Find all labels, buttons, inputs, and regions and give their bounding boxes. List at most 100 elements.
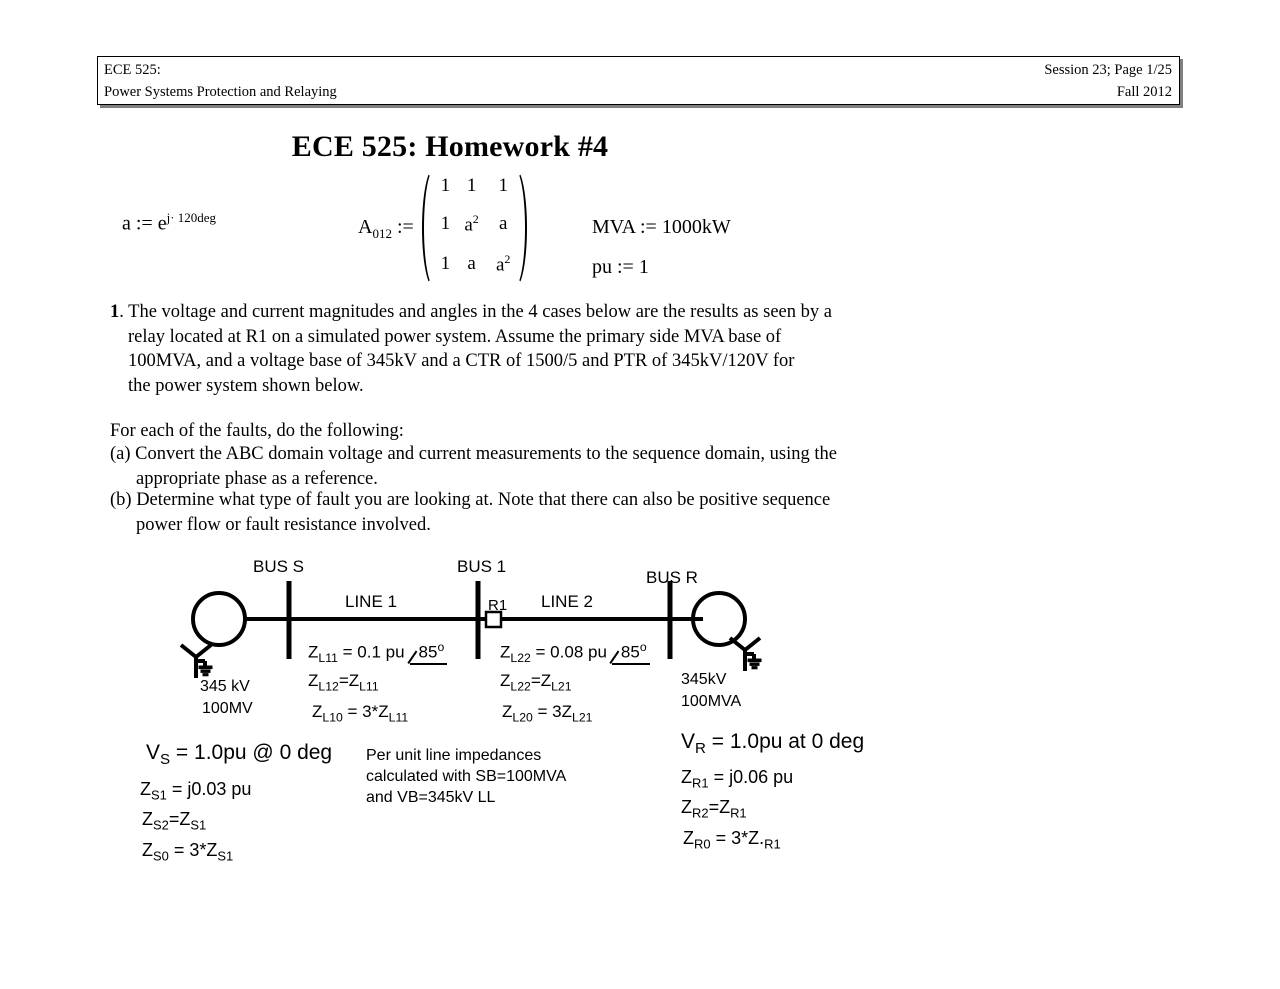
source-s-z0: ZS0 = 3*ZS1 bbox=[142, 840, 233, 864]
zl10-base: Z bbox=[312, 702, 323, 721]
zl11-base: Z bbox=[308, 642, 319, 662]
zl22b-subscript: L22 bbox=[510, 679, 531, 694]
zl20-base: Z bbox=[502, 702, 513, 721]
one-line-diagram: BUS S BUS 1 BUS R LINE 1 LINE 2 R1 ZL11 … bbox=[0, 545, 1280, 885]
source-r-ground-plates bbox=[747, 658, 762, 670]
per-unit-note-line-2: calculated with SB=100MVA bbox=[366, 768, 567, 785]
zr0-subscript-2: R1 bbox=[764, 836, 781, 852]
matrix-cell-0-2: 1 bbox=[498, 175, 508, 197]
zs1-subscript: S1 bbox=[151, 787, 167, 803]
vs-base: V bbox=[146, 741, 161, 764]
a-definition-exponent: j· 120deg bbox=[166, 210, 217, 225]
matrix-row: 1 a2 a bbox=[435, 204, 519, 244]
item-a: (a) Convert the ABC domain voltage and c… bbox=[110, 442, 885, 491]
angle-symbol: 85o bbox=[409, 640, 448, 665]
zl12-base: Z bbox=[308, 671, 319, 690]
bus-r-label: BUS R bbox=[646, 568, 698, 587]
matrix-right-paren bbox=[503, 168, 527, 288]
zl22a-angle: 85 bbox=[620, 642, 640, 662]
source-s-z2: ZS2=ZS1 bbox=[142, 809, 206, 833]
a012-subscript: 012 bbox=[372, 226, 392, 241]
zl20-subscript-2: L21 bbox=[572, 710, 593, 725]
question-1-line-2: relay located at R1 on a simulated power… bbox=[128, 326, 782, 347]
vs-value: = 1.0pu @ 0 deg bbox=[170, 741, 333, 764]
source-s-z1: ZS1 = j0.03 pu bbox=[140, 779, 251, 803]
impedance-zl20: ZL20 = 3ZL21 bbox=[502, 702, 592, 724]
zl22b-subscript-2: L21 bbox=[551, 679, 572, 694]
header-left: ECE 525: Power Systems Protection and Re… bbox=[104, 59, 337, 103]
question-1: 1. The voltage and current magnitudes an… bbox=[110, 300, 885, 398]
question-1-line-1: . The voltage and current magnitudes and… bbox=[119, 302, 832, 322]
matrix-cell: 1 bbox=[435, 244, 456, 284]
angle-symbol: 85o bbox=[611, 640, 650, 665]
a012-matrix: 1 1 1 1 a2 a 1 a a2 bbox=[422, 168, 527, 288]
item-a-line-1: (a) Convert the ABC domain voltage and c… bbox=[110, 444, 837, 464]
zl10-subscript-2: L11 bbox=[388, 710, 409, 725]
matrix-left-paren bbox=[422, 168, 446, 288]
matrix-cell: a bbox=[456, 244, 488, 284]
page-title: ECE 525: Homework #4 bbox=[291, 130, 609, 163]
zl11-subscript: L11 bbox=[318, 651, 338, 666]
zr1-base: Z bbox=[681, 767, 692, 787]
line-1-label: LINE 1 bbox=[345, 592, 397, 611]
source-s-wye-ground-symbol bbox=[179, 643, 213, 678]
vr-subscript: R bbox=[695, 740, 706, 758]
session-page: Session 23; Page 1/25 bbox=[1044, 62, 1172, 78]
source-r-z0: ZR0 = 3*Z.R1 bbox=[683, 828, 781, 852]
matrix-row: 1 a a2 bbox=[435, 244, 519, 284]
matrix-cell-2-1: a bbox=[467, 253, 476, 275]
impedance-zl22b: ZL22=ZL21 bbox=[500, 671, 572, 693]
zl20-value: = 3Z bbox=[532, 702, 573, 721]
zs0-value: = 3*Z bbox=[168, 840, 218, 860]
impedance-zl12: ZL12=ZL11 bbox=[308, 671, 379, 693]
zl11-degree: o bbox=[437, 640, 445, 654]
zl10-subscript: L10 bbox=[322, 710, 343, 725]
term: Fall 2012 bbox=[1116, 84, 1172, 100]
pu-definition: pu := 1 bbox=[592, 256, 649, 278]
impedance-zl10: ZL10 = 3*ZL11 bbox=[312, 702, 408, 724]
zl12-subscript: L12 bbox=[318, 679, 339, 694]
zl11-angle: 85 bbox=[418, 642, 438, 662]
zr0-base: Z bbox=[683, 828, 694, 848]
matrix-cell: a bbox=[487, 204, 519, 244]
matrix-cell-1-2: a bbox=[498, 213, 508, 235]
course-code: ECE 525: bbox=[104, 62, 161, 78]
source-s-generator-circle bbox=[191, 591, 247, 647]
source-s-voltage: VS = 1.0pu @ 0 deg bbox=[146, 741, 332, 768]
vs-subscript: S bbox=[160, 751, 171, 769]
matrix-cell-2-0: 1 bbox=[440, 253, 451, 275]
a012-label: A012 := bbox=[358, 216, 414, 242]
zr2-subscript: R2 bbox=[692, 805, 709, 821]
zs2-subscript: S2 bbox=[153, 817, 169, 833]
bus-s-label: BUS S bbox=[253, 557, 305, 576]
vr-value: = 1.0pu at 0 deg bbox=[705, 730, 865, 753]
zr2-eq: =Z bbox=[708, 797, 731, 817]
matrix-cell-0-0: 1 bbox=[440, 175, 451, 197]
matrix-cell: 1 bbox=[456, 168, 488, 204]
zs2-base: Z bbox=[142, 809, 153, 829]
item-b-line-2: power flow or fault resistance involved. bbox=[136, 514, 431, 535]
item-b: (b) Determine what type of fault you are… bbox=[110, 488, 885, 537]
matrix-cell-2-2: a2 bbox=[495, 251, 511, 276]
mva-definition: MVA := 1000kW bbox=[592, 216, 731, 238]
relay-r1-label: R1 bbox=[488, 597, 508, 614]
zr0-subscript: R0 bbox=[694, 836, 711, 852]
zl22a-value: = 0.08 pu bbox=[530, 642, 607, 662]
zl22b-base: Z bbox=[500, 671, 511, 690]
zl12-eq: =Z bbox=[338, 671, 360, 690]
zs0-base: Z bbox=[142, 840, 153, 860]
question-number: 1 bbox=[110, 302, 120, 322]
header-right: Session 23; Page 1/25 Fall 2012 bbox=[1044, 59, 1172, 103]
zr0-value: = 3*Z. bbox=[710, 828, 765, 848]
matrix-cell: 1 bbox=[435, 204, 456, 244]
per-unit-note: Per unit line impedances calculated with… bbox=[366, 745, 566, 808]
question-1-line-4: the power system shown below. bbox=[128, 375, 364, 396]
source-s-mva-rating: 100MV bbox=[202, 700, 253, 717]
per-unit-note-line-3: and VB=345kV LL bbox=[366, 789, 496, 806]
source-r-wye-ground-symbol bbox=[728, 636, 762, 671]
matrix-row: 1 1 1 bbox=[435, 168, 519, 204]
matrix-cell-1-1: a2 bbox=[464, 211, 479, 236]
matrix-cell-0-1: 1 bbox=[466, 175, 477, 197]
